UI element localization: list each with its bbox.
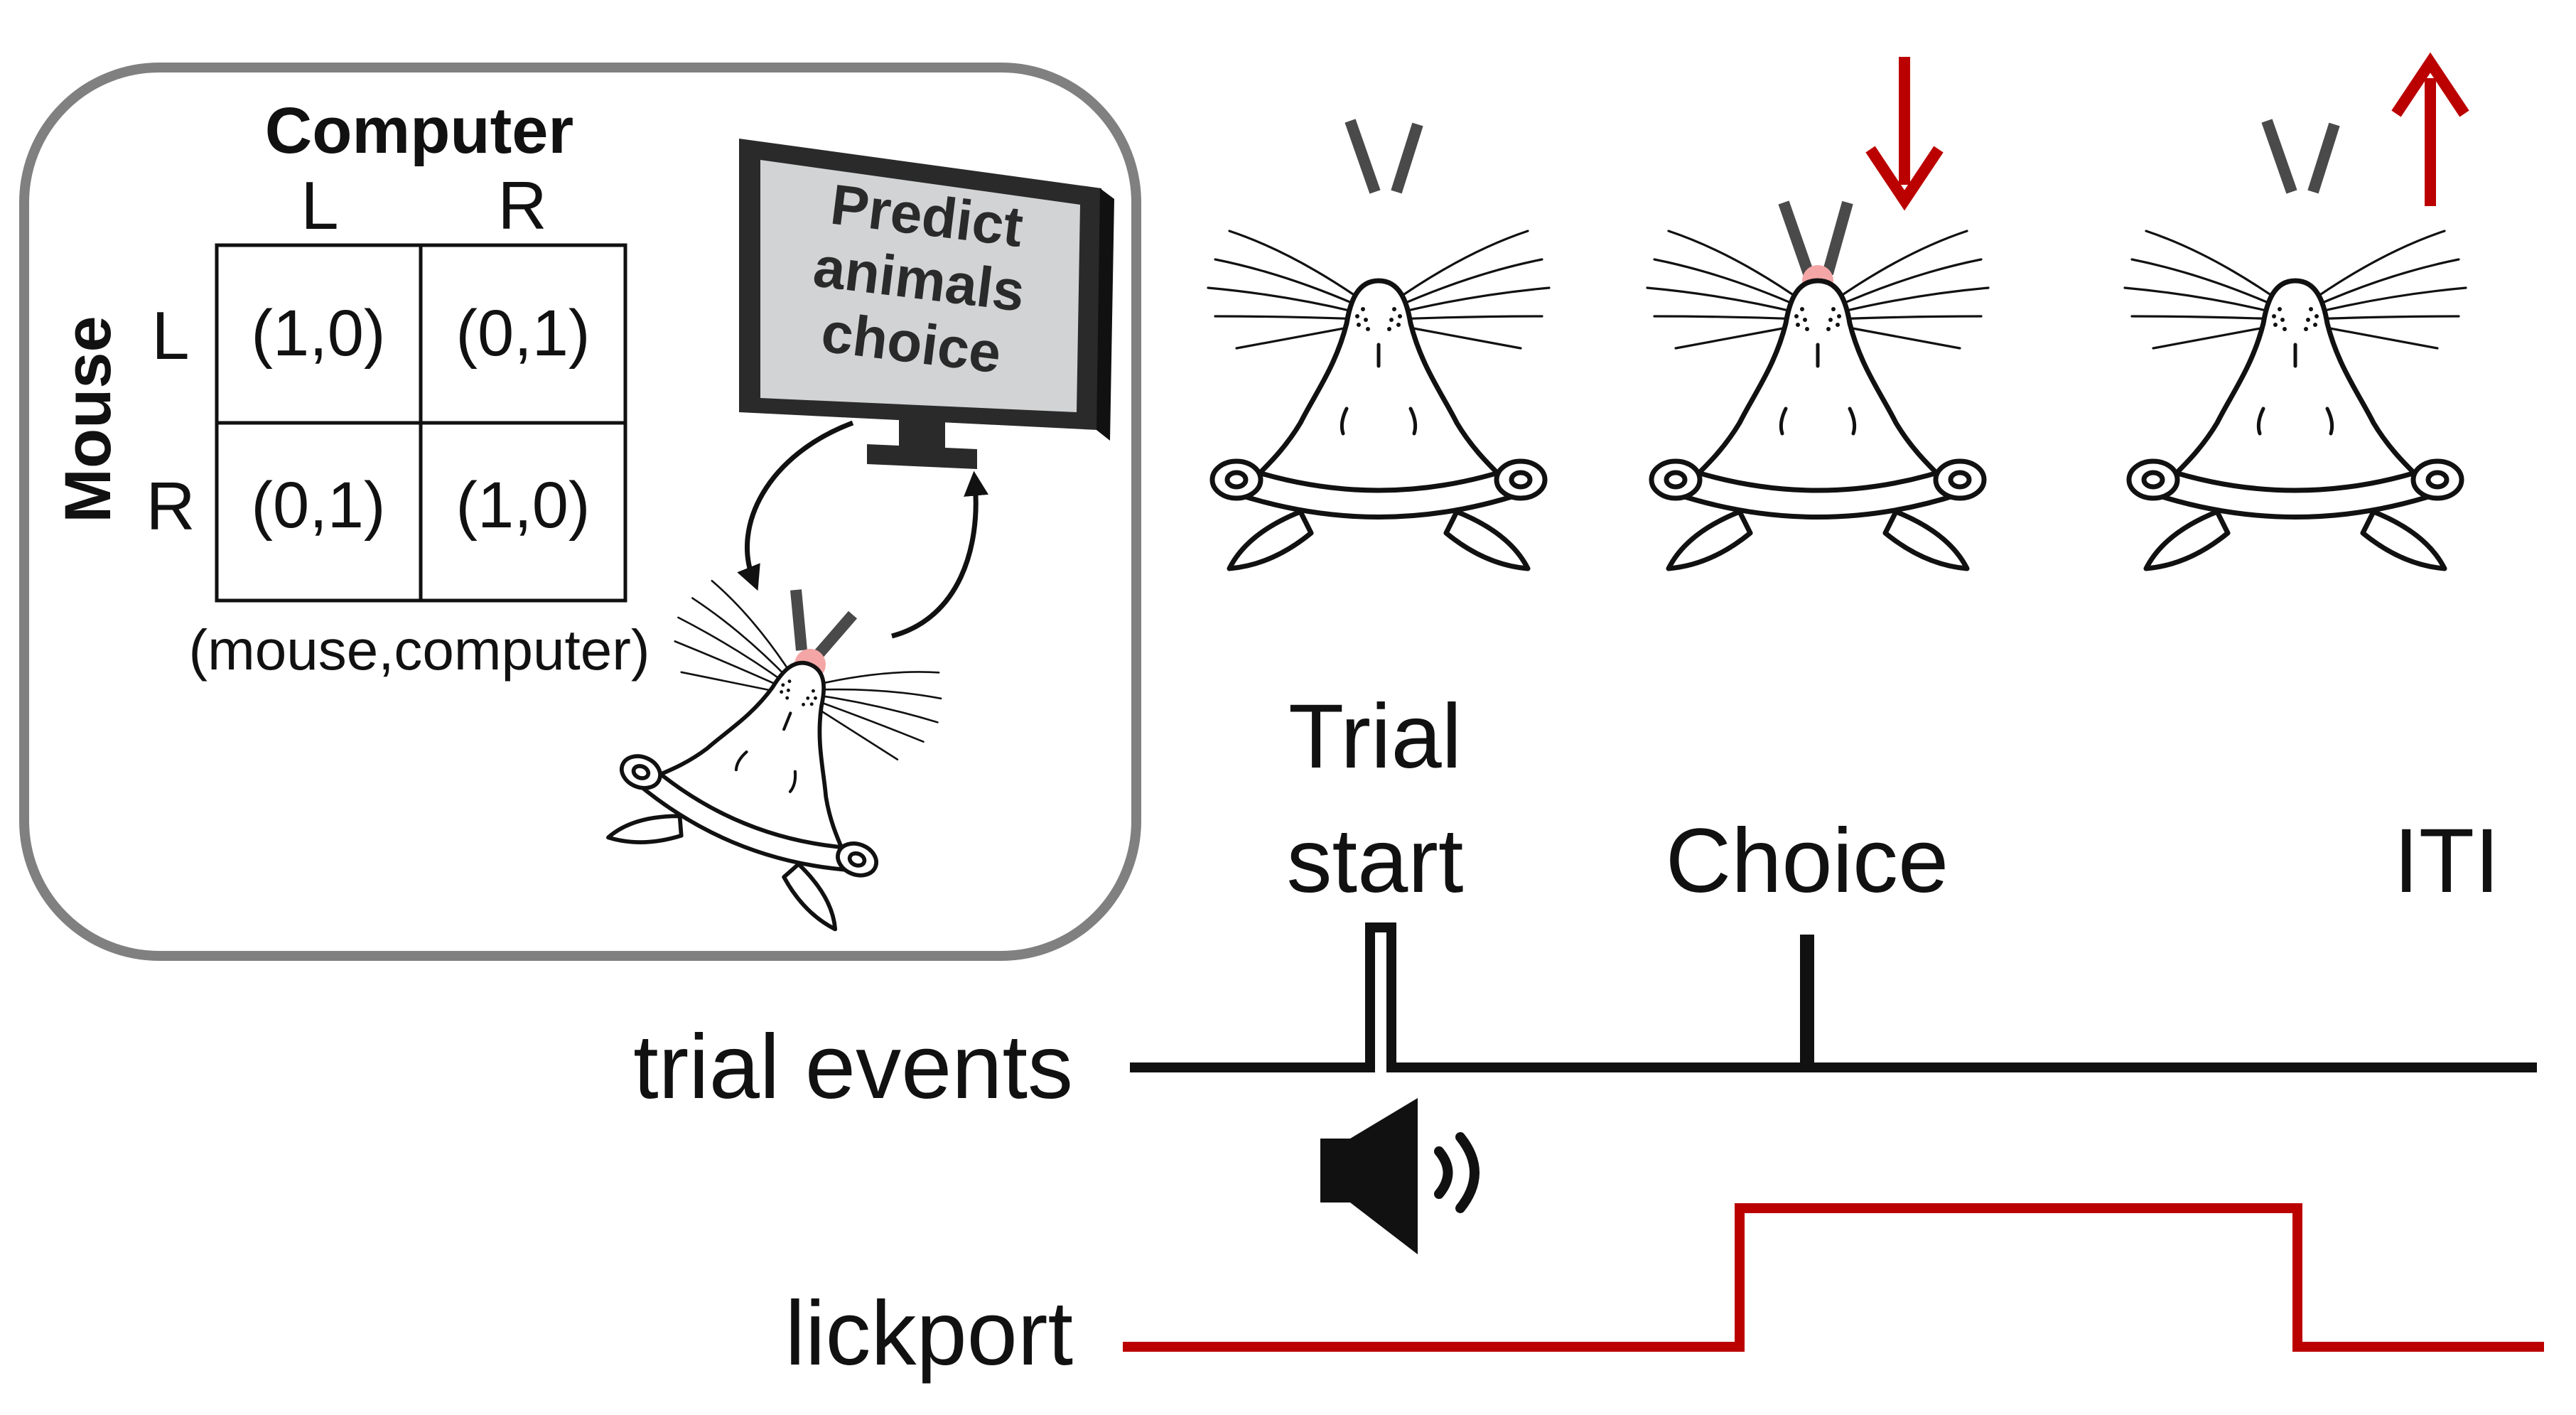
mouse-iti <box>2125 52 2469 569</box>
lickport-trace <box>1123 1203 2544 1352</box>
trial-events-label: trial events <box>633 1016 1073 1118</box>
arrow-monitor-to-mouse <box>737 420 854 591</box>
choice-label: Choice <box>1666 810 1949 912</box>
trial-start-label-2: start <box>1287 810 1464 912</box>
payoff-legend: (mouse,computer) <box>188 618 650 682</box>
iti-label: ITI <box>2393 810 2499 912</box>
inset-panel: Computer L R Mouse L R (1,0) (0,1) (0,1)… <box>19 63 1141 961</box>
lickport-label: lickport <box>785 1283 1073 1384</box>
computer-label: Computer <box>265 95 573 167</box>
payoff-cell-LL: (1,0) <box>251 297 385 370</box>
row-header-L: L <box>151 298 189 374</box>
arrow-mouse-to-monitor <box>891 470 988 639</box>
speaker-icon <box>1320 1098 1480 1254</box>
monitor-icon <box>739 139 1114 469</box>
trial-events-trace <box>1130 922 2537 1072</box>
arrow-down-icon <box>1865 57 1944 211</box>
payoff-cell-LR: (0,1) <box>456 297 590 370</box>
mouse-choice <box>1647 57 1988 569</box>
mouse-trial-start <box>1208 119 1549 569</box>
col-header-R: R <box>497 168 546 244</box>
col-header-L: L <box>301 168 338 244</box>
payoff-cell-RR: (1,0) <box>456 469 590 542</box>
payoff-table <box>215 243 627 603</box>
mouse-label: Mouse <box>52 316 124 522</box>
trial-start-label-1: Trial <box>1288 686 1462 787</box>
arrow-up-icon <box>2391 52 2469 206</box>
row-header-R: R <box>146 468 195 544</box>
payoff-cell-RL: (0,1) <box>251 469 385 542</box>
inset-mouse <box>592 574 955 936</box>
